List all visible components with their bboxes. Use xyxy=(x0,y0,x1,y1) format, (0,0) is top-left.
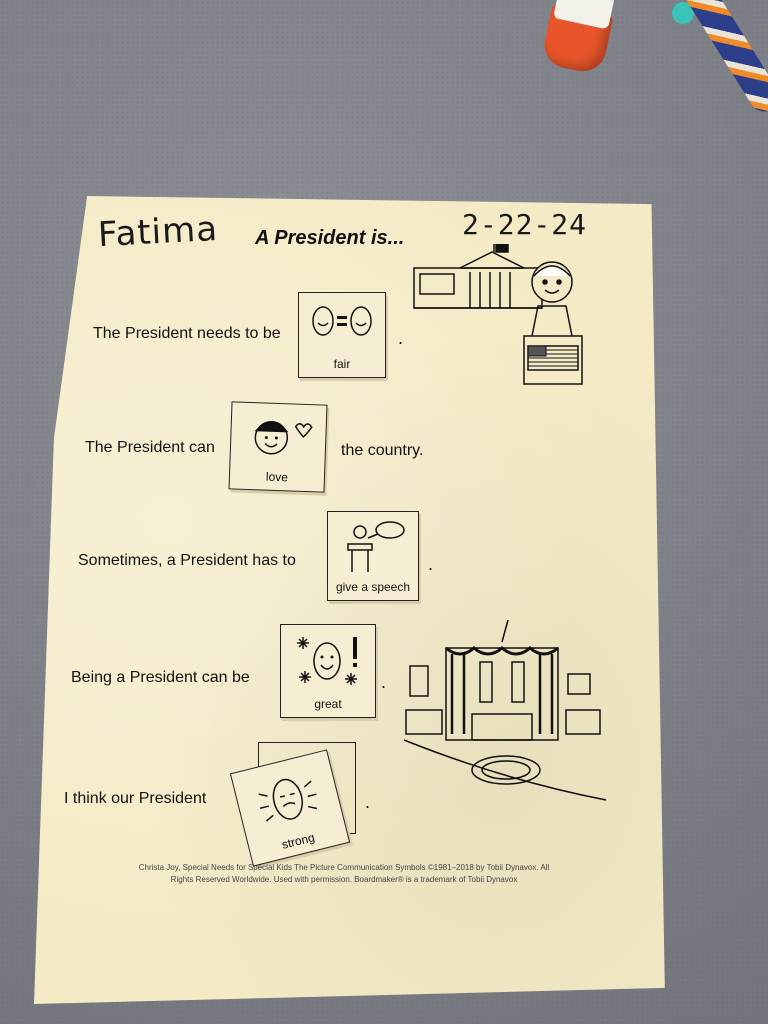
card-fair: fair xyxy=(298,292,386,378)
student-name: Fatima xyxy=(97,208,219,256)
card-great: great xyxy=(280,624,376,718)
excited-face-icon xyxy=(297,637,357,685)
white-house-icon xyxy=(413,244,583,385)
equal-faces-icon xyxy=(312,306,372,336)
card-label-love: love xyxy=(265,469,289,485)
sentence-4-text: Being a President can be xyxy=(71,669,250,686)
worksheet-title: A President is... xyxy=(255,227,405,249)
person-heart-icon xyxy=(254,421,313,455)
copyright-credit: Christa Joy, Special Needs for Special K… xyxy=(138,863,550,884)
sentence-2-text: The President can xyxy=(85,439,215,456)
sentence-5-text: I think our President xyxy=(64,790,207,807)
pen-cap-icon xyxy=(672,2,694,24)
strong-face-icon xyxy=(258,778,318,822)
sentence-2-ending: the country. xyxy=(341,442,424,459)
card-label-strong: strong xyxy=(280,830,317,852)
card-label-great: great xyxy=(314,697,342,711)
oval-office-icon xyxy=(403,619,607,801)
glue-stick-icon xyxy=(540,0,622,76)
card-give-a-speech: give a speech xyxy=(327,511,419,601)
sentence-3-text: Sometimes, a President has to xyxy=(78,552,296,569)
card-strong: strong xyxy=(229,749,351,867)
sentence-3-ending: . xyxy=(428,554,434,574)
card-love: love xyxy=(228,401,328,493)
card-label-give-a-speech: give a speech xyxy=(335,580,411,594)
card-label-fair: fair xyxy=(333,357,351,371)
sentence-4-ending: . xyxy=(381,672,387,692)
speech-podium-icon xyxy=(347,521,405,572)
sentence-5-ending: . xyxy=(365,792,371,812)
sentence-1-text: The President needs to be xyxy=(93,325,281,342)
date-handwritten: 2-22-24 xyxy=(462,208,588,241)
sentence-1-ending: . xyxy=(398,328,404,348)
